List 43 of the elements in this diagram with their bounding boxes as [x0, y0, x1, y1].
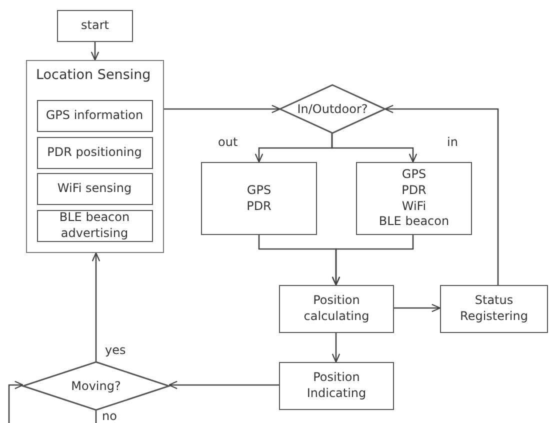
- box-label: PDR positioning: [47, 144, 142, 160]
- box-label: Position Indicating: [306, 370, 368, 402]
- process-box: [279, 362, 394, 410]
- box-label: Status Registering: [459, 293, 529, 325]
- process-box: [440, 285, 548, 333]
- decision-diamond: [23, 362, 169, 410]
- box-label: WiFi: [402, 198, 426, 214]
- box-label: PDR: [402, 182, 426, 198]
- process-box: [356, 162, 472, 235]
- box-label: GPS: [246, 182, 272, 198]
- arrow: [332, 333, 340, 363]
- edge-label: no: [101, 409, 118, 423]
- decision-label: Moving?: [71, 379, 121, 393]
- box-label: BLE beacon: [378, 214, 450, 230]
- arrow: [90, 42, 100, 61]
- arrow: [8, 380, 24, 423]
- process-box: [36, 136, 152, 168]
- process-box: [279, 285, 394, 333]
- arrow: [384, 104, 499, 285]
- box-label: BLE beacon advertising: [58, 210, 131, 242]
- arrow: [331, 133, 418, 163]
- box-label: GPS information: [46, 108, 144, 124]
- edge-label: out: [217, 135, 239, 149]
- arrow: [332, 235, 414, 286]
- decision-diamond: [280, 85, 385, 133]
- decision-label: In/Outdoor?: [297, 102, 368, 116]
- arrow: [92, 252, 100, 362]
- process-box: [57, 10, 133, 42]
- process-box: [201, 162, 317, 235]
- box-label: Position calculating: [302, 293, 370, 325]
- group-panel: [26, 60, 164, 253]
- arrow: [168, 380, 279, 390]
- panel-title: Location Sensing: [36, 67, 151, 83]
- box-label: start: [81, 18, 109, 34]
- box-label: GPS: [402, 167, 426, 183]
- edge-label: in: [446, 135, 459, 149]
- process-box: [36, 172, 152, 204]
- process-box: [36, 100, 152, 132]
- box-label: WiFi sensing: [57, 180, 132, 196]
- arrow: [394, 304, 441, 312]
- process-box: [36, 210, 152, 242]
- box-label: PDR: [246, 198, 272, 214]
- arrow: [164, 104, 281, 114]
